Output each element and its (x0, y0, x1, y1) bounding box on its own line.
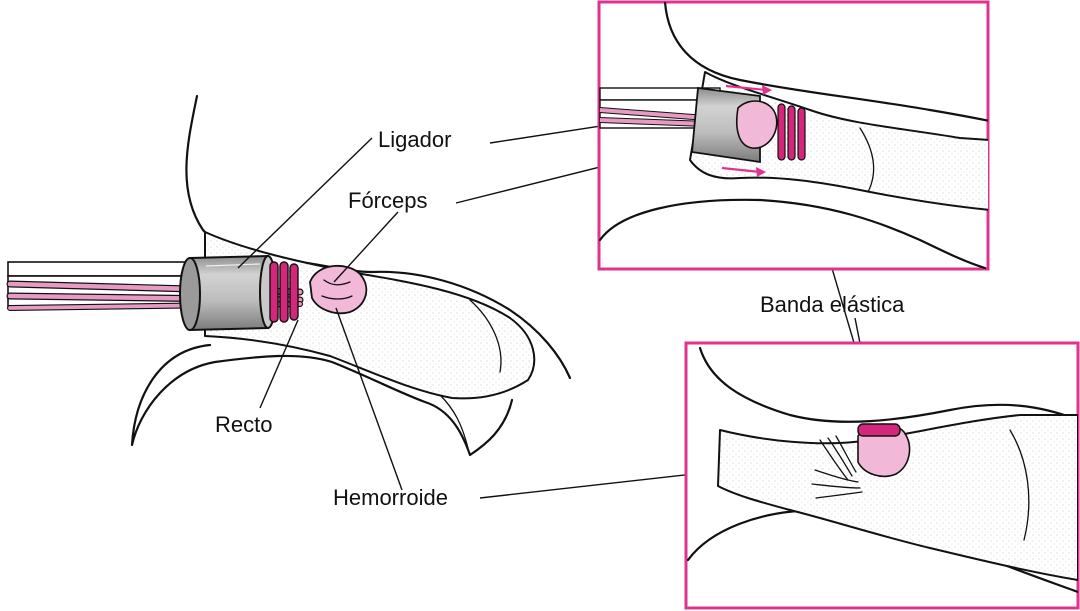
label-rectum: Recto (215, 412, 272, 437)
inset-bottom (686, 343, 1078, 608)
main-illustration (8, 96, 570, 455)
label-hemorrhoid: Hemorroide (333, 485, 448, 510)
hemorrhoid-main (310, 266, 366, 313)
ligator-cylinder (180, 256, 276, 330)
elastic-bands-loaded (270, 262, 298, 322)
inset-top (599, 2, 995, 269)
label-elastic-band: Banda elástica (760, 292, 905, 317)
label-forceps: Fórceps (348, 188, 427, 213)
label-ligator: Ligador (378, 127, 451, 152)
